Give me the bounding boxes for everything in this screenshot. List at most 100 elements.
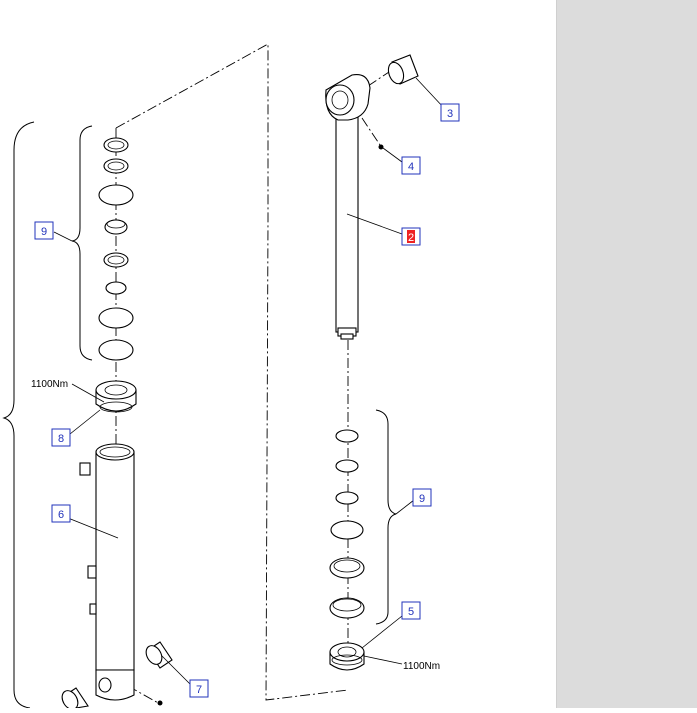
callout-7-box bbox=[189, 679, 209, 698]
parts-diagram: 3 4 2 9 8 6 7 9 5 1100Nm 1100Nm bbox=[2, 43, 460, 710]
bracket-right-seals bbox=[375, 409, 397, 625]
seal-left-1-inner bbox=[107, 140, 125, 150]
callout-8[interactable]: 8 bbox=[51, 428, 71, 447]
seal-right-1 bbox=[335, 429, 359, 443]
callout-4-label: 4 bbox=[408, 161, 414, 173]
bushing-lower-face bbox=[145, 645, 163, 665]
grease-nipple-icon bbox=[378, 144, 384, 150]
bracket-left-seals bbox=[71, 125, 93, 361]
piston[interactable] bbox=[329, 642, 365, 671]
seal-kit-left[interactable] bbox=[98, 137, 134, 361]
barrel-top-inner bbox=[99, 446, 131, 458]
seal-right-6-inner bbox=[332, 598, 362, 612]
seal-right-4 bbox=[330, 520, 364, 540]
leader-7 bbox=[161, 655, 191, 685]
leader-2 bbox=[346, 213, 403, 235]
seal-left-6 bbox=[105, 281, 127, 295]
gland-top bbox=[95, 380, 137, 400]
seal-left-3 bbox=[98, 184, 134, 206]
callout-9-right[interactable]: 9 bbox=[412, 488, 432, 507]
guide-line-grease bbox=[361, 117, 381, 146]
callout-6-label: 6 bbox=[58, 509, 64, 521]
callout-2-highlight bbox=[407, 230, 415, 243]
barrel-top bbox=[95, 443, 135, 461]
seal-left-8 bbox=[98, 339, 134, 361]
callout-5-label: 5 bbox=[408, 606, 414, 618]
seal-left-1 bbox=[103, 137, 129, 153]
barrel-port-mid bbox=[87, 565, 97, 579]
seal-right-5 bbox=[329, 557, 365, 579]
callout-7-label: 7 bbox=[196, 684, 202, 696]
bushing-face bbox=[387, 61, 405, 85]
bushing-top[interactable] bbox=[386, 54, 419, 86]
torque-label-right: 1100Nm bbox=[403, 661, 440, 672]
cylinder-barrel[interactable] bbox=[79, 443, 135, 701]
callout-2[interactable]: 2 bbox=[401, 227, 421, 246]
leader-torque-right bbox=[363, 655, 403, 665]
callout-8-box bbox=[51, 428, 71, 447]
leader-4 bbox=[382, 147, 403, 163]
leader-9-left bbox=[53, 231, 73, 242]
callout-6-box bbox=[51, 504, 71, 523]
exploded-view-svg: 3 4 2 9 8 6 7 9 5 1100Nm 1100Nm bbox=[2, 43, 460, 710]
callout-3-label: 3 bbox=[447, 108, 453, 120]
rod-tip bbox=[340, 333, 354, 340]
callout-2-label: 2 bbox=[408, 232, 414, 244]
leader-3 bbox=[415, 77, 445, 109]
callout-5[interactable]: 5 bbox=[401, 601, 421, 620]
seal-right-2 bbox=[335, 459, 359, 473]
seal-kit-right[interactable] bbox=[329, 429, 365, 619]
rod-shaft bbox=[335, 99, 359, 333]
side-panel bbox=[556, 0, 697, 708]
barrel-port-low bbox=[89, 603, 97, 615]
rod-eye-bore bbox=[331, 90, 349, 110]
gland-thread bbox=[99, 401, 133, 413]
barrel-port-upper bbox=[79, 462, 91, 476]
seal-right-5-inner bbox=[333, 559, 361, 573]
piston-groove bbox=[331, 654, 363, 666]
barrel-body bbox=[95, 451, 135, 671]
callout-3-box bbox=[440, 103, 460, 122]
seal-left-7 bbox=[98, 307, 134, 329]
leader-torque-left bbox=[71, 383, 105, 403]
leader-9-right bbox=[395, 499, 415, 515]
callout-4[interactable]: 4 bbox=[401, 156, 421, 175]
leader-lines bbox=[53, 77, 445, 685]
piston-top bbox=[329, 642, 365, 662]
callout-5-box bbox=[401, 601, 421, 620]
callout-8-label: 8 bbox=[58, 433, 64, 445]
grease-nipple-lower-icon bbox=[157, 700, 163, 706]
callout-9-left[interactable]: 9 bbox=[34, 221, 54, 240]
bushing-lower-2[interactable] bbox=[59, 687, 89, 710]
seal-right-3 bbox=[335, 491, 359, 505]
callout-9-left-box bbox=[34, 221, 54, 240]
bushing-lower[interactable] bbox=[143, 641, 173, 669]
seal-left-2-inner bbox=[107, 161, 125, 171]
seal-left-5-inner bbox=[107, 255, 125, 265]
seal-left-4-inner bbox=[106, 219, 126, 229]
seal-right-6 bbox=[329, 597, 365, 619]
barrel-eye-hole bbox=[98, 677, 112, 693]
seal-left-2 bbox=[103, 158, 129, 174]
leader-5 bbox=[361, 615, 403, 649]
piston-rod[interactable] bbox=[325, 73, 371, 340]
bracket-outer bbox=[2, 121, 35, 709]
callout-7[interactable]: 7 bbox=[189, 679, 209, 698]
callout-9-left-label: 9 bbox=[41, 226, 47, 238]
callout-9-right-label: 9 bbox=[419, 493, 425, 505]
gland-bore bbox=[104, 384, 128, 396]
rod-eye-outer bbox=[325, 84, 355, 116]
piston-bore bbox=[337, 646, 357, 658]
guide-line-main bbox=[115, 43, 349, 701]
seal-left-5 bbox=[103, 252, 129, 268]
torque-label-left: 1100Nm bbox=[31, 379, 68, 390]
callout-9-right-box bbox=[412, 488, 432, 507]
gland-nut[interactable] bbox=[95, 380, 137, 413]
leader-8 bbox=[69, 409, 101, 435]
callout-6[interactable]: 6 bbox=[51, 504, 71, 523]
leader-6 bbox=[67, 517, 119, 539]
guide-line-bushing bbox=[367, 69, 393, 87]
callout-4-box bbox=[401, 156, 421, 175]
callout-3[interactable]: 3 bbox=[440, 103, 460, 122]
